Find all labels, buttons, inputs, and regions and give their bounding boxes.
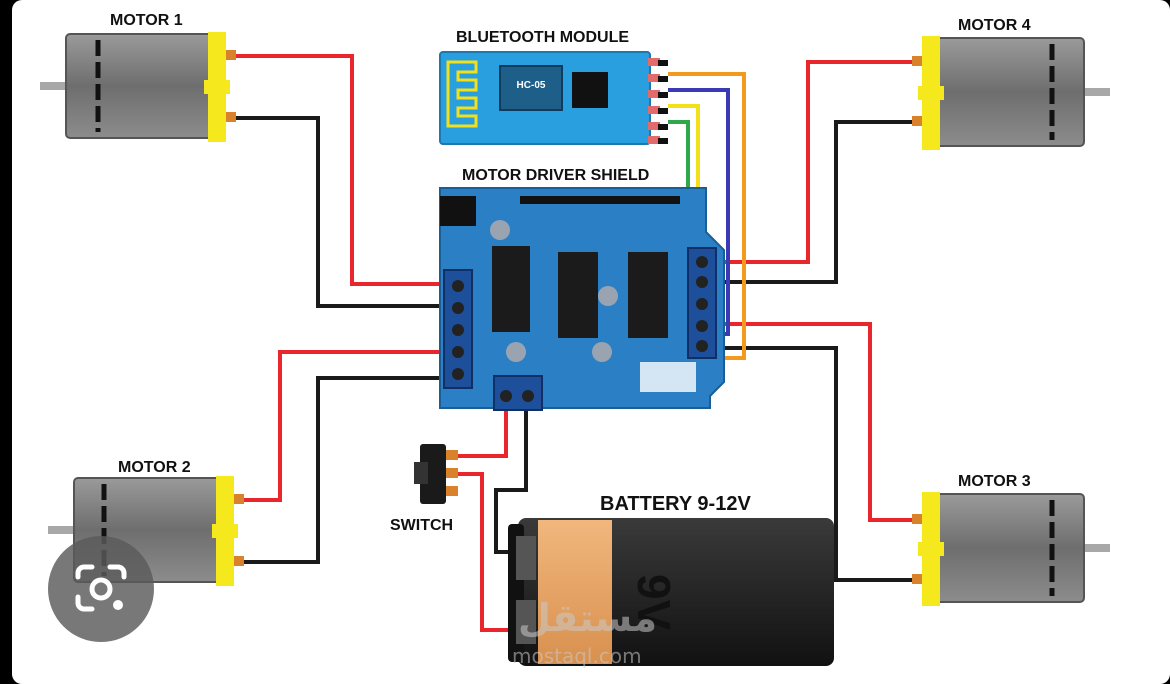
wire-bt-green xyxy=(668,120,690,198)
wire-motor1-black xyxy=(232,116,452,308)
motor-4 xyxy=(912,36,1110,150)
wire-motor3-black xyxy=(712,346,920,582)
wire-bt-yellow xyxy=(668,104,700,198)
motor-3 xyxy=(912,492,1110,606)
wire-power-red-switch xyxy=(456,408,508,458)
wire-power-black-battery xyxy=(494,408,528,554)
hc-chip-label: HC-05 xyxy=(517,80,546,91)
battery-face-label: 9V xyxy=(628,574,680,631)
motor1-label: MOTOR 1 xyxy=(110,12,183,29)
google-lens-icon xyxy=(75,564,127,612)
bluetooth-module: HC-05 xyxy=(439,51,668,145)
google-lens-button[interactable] xyxy=(48,536,154,642)
wire-bt-orange xyxy=(668,72,746,360)
wire-power-red-battery xyxy=(456,472,520,632)
switch xyxy=(414,444,458,504)
wire-motor3-red xyxy=(712,322,920,522)
switch-label: SWITCH xyxy=(390,517,453,534)
motor-1 xyxy=(40,32,236,142)
wires xyxy=(232,54,920,632)
wire-motor2-red xyxy=(238,350,452,502)
motor2-label: MOTOR 2 xyxy=(118,459,191,476)
battery-label: BATTERY 9-12V xyxy=(600,493,751,515)
wire-motor2-black xyxy=(238,376,452,564)
motor4-label: MOTOR 4 xyxy=(958,17,1031,34)
wire-motor4-red xyxy=(712,60,920,264)
bluetooth-label: BLUETOOTH MODULE xyxy=(456,29,629,46)
motor-driver-shield xyxy=(439,187,725,411)
driver-label: MOTOR DRIVER SHIELD xyxy=(462,167,649,184)
battery xyxy=(508,518,834,666)
wire-motor1-red xyxy=(232,54,452,286)
wire-motor4-black xyxy=(712,120,920,284)
motor3-label: MOTOR 3 xyxy=(958,473,1031,490)
